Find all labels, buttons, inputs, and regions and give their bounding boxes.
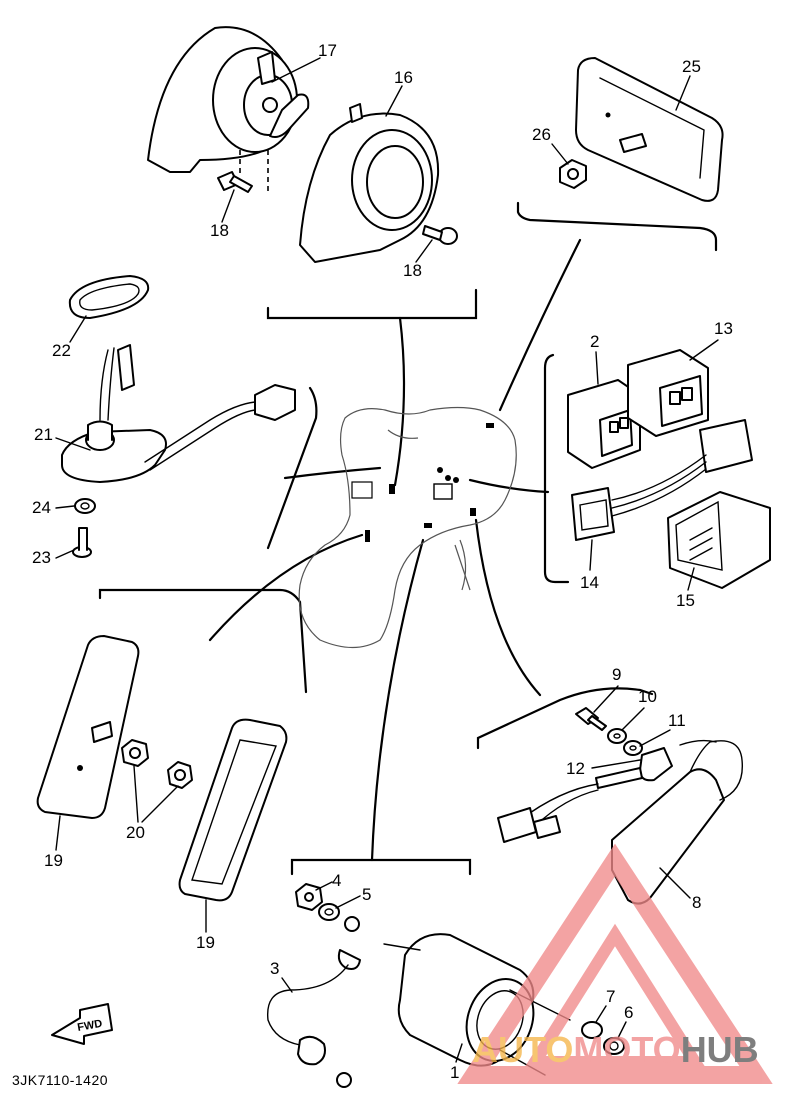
callout-6: 6 (624, 1003, 633, 1022)
callout-25: 25 (682, 57, 701, 76)
callout-16: 16 (394, 68, 413, 87)
callout-15: 15 (676, 591, 695, 610)
sensor-21 (61, 344, 296, 483)
callout-2: 2 (590, 332, 599, 351)
washer-7 (581, 1021, 603, 1039)
nuts-20 (121, 739, 193, 789)
bolt-9 (575, 707, 607, 731)
callout-numbers: 17 16 18 18 25 26 22 21 24 23 2 13 14 15… (32, 41, 733, 1082)
fwd-arrow: FWD (51, 1003, 113, 1045)
leader-lines (208, 238, 582, 862)
callout-20: 20 (126, 823, 145, 842)
nut-4 (295, 883, 323, 911)
fwd-label: FWD (76, 1018, 103, 1034)
callout-5: 5 (362, 885, 371, 904)
callout-18-left: 18 (210, 221, 229, 240)
o-ring-22 (68, 275, 150, 319)
callout-21: 21 (34, 425, 53, 444)
watermark-logo: AUTOMOTOHUB (457, 843, 773, 1084)
callout-1: 1 (450, 1063, 459, 1082)
callout-7: 7 (606, 987, 615, 1006)
callout-4: 4 (332, 871, 341, 890)
connector-15 (667, 491, 771, 589)
nut-6 (603, 1037, 625, 1055)
bolt-18-right (422, 225, 458, 245)
connector-14 (571, 419, 753, 541)
callout-8: 8 (692, 893, 701, 912)
callout-10: 10 (638, 687, 657, 706)
callout-19-left: 19 (44, 851, 63, 870)
watermark-text: AUTOMOTOHUB (472, 1029, 759, 1070)
section-brackets (98, 201, 718, 876)
connector-2 (567, 379, 641, 469)
callout-3: 3 (270, 959, 279, 978)
screw-23 (72, 527, 92, 558)
callout-19-right: 19 (196, 933, 215, 952)
callout-14: 14 (580, 573, 599, 592)
callout-22: 22 (52, 341, 71, 360)
washer-11 (623, 740, 643, 756)
callout-13: 13 (714, 319, 733, 338)
washer-5 (318, 903, 340, 921)
washer-24 (74, 498, 96, 514)
horn-17 (147, 26, 310, 195)
reflector-19-left (36, 635, 140, 819)
callout-9: 9 (612, 665, 621, 684)
motorcycle-outline (298, 406, 517, 649)
washer-10 (607, 728, 627, 744)
reflector-19-right (178, 718, 288, 902)
drawing-code: 3JK7110-1420 (12, 1072, 108, 1088)
callout-23: 23 (32, 548, 51, 567)
nut-26 (559, 133, 647, 189)
bolt-18-left (217, 171, 253, 193)
callout-17: 17 (318, 41, 337, 60)
lead-3 (266, 916, 361, 1088)
bracket-12 (595, 747, 673, 789)
connector-13 (627, 349, 709, 437)
callout-12: 12 (566, 759, 585, 778)
callout-18-right: 18 (403, 261, 422, 280)
reflector-25 (575, 57, 724, 202)
callout-26: 26 (532, 125, 551, 144)
horn-16 (299, 103, 440, 263)
relay-8 (497, 739, 744, 905)
callout-24: 24 (32, 498, 51, 517)
callout-11: 11 (668, 711, 686, 730)
